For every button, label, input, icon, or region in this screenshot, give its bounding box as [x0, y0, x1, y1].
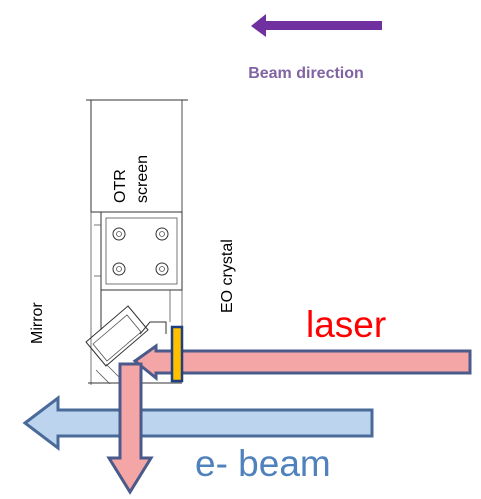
- beam-direction-label: Beam direction: [248, 65, 364, 82]
- ebeam-arrow: [25, 398, 372, 448]
- crystal-holder: [100, 211, 183, 291]
- mirror-mount-inner: [92, 314, 142, 362]
- laser-vertical-outline: [106, 362, 154, 495]
- screw-top-left: [112, 227, 126, 241]
- laser-horizontal-arrow: [135, 346, 470, 378]
- mirror-mount: [85, 305, 149, 367]
- ebeam-arrow-outline: [22, 394, 374, 452]
- beam-direction-indicator: Beam direction: [248, 14, 382, 82]
- mirror-label: Mirror: [29, 302, 46, 344]
- otr-label-line2: screen: [134, 155, 151, 203]
- screw-top-right: [155, 227, 169, 241]
- crystal-holder-inner: [105, 217, 178, 285]
- station-drawing: [85, 99, 188, 385]
- eo-crystal: [172, 327, 182, 381]
- eo-crystal-label: EO crystal: [219, 239, 236, 313]
- ebeam-label: e- beam: [195, 443, 331, 484]
- screw-bottom-left: [112, 262, 126, 276]
- beam-direction-arrow: [251, 14, 382, 37]
- mirror-bracket: [139, 321, 167, 335]
- otr-label-line1: OTR: [112, 169, 129, 203]
- laser-label: laser: [306, 304, 386, 345]
- eo-crystal-outline: [170, 325, 184, 383]
- screw-bottom-right: [155, 262, 169, 276]
- laser-horizontal-outline: [132, 343, 472, 382]
- mirror-hatch-1: [95, 369, 111, 385]
